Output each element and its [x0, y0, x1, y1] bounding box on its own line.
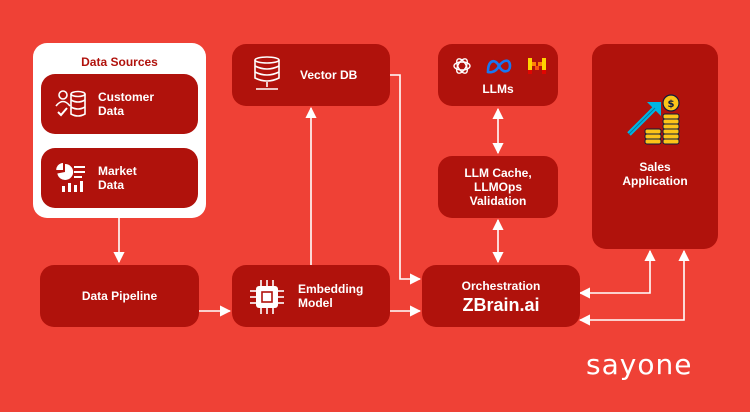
llm-cache-label: LLM Cache, LLMOps Validation: [464, 166, 532, 208]
openai-icon: [453, 58, 471, 74]
market-data-label: Market Data: [98, 164, 137, 192]
meta-icon: [486, 59, 512, 74]
llm-cache-box[interactable]: LLM Cache, LLMOps Validation: [438, 156, 558, 218]
arrow-orchestration-sales-2: [578, 249, 690, 326]
database-icon: [254, 56, 280, 90]
sayone-logo: sayone: [586, 348, 693, 381]
orchestration-label: Orchestration: [461, 279, 541, 293]
arrow-orchestration-sales-1: [578, 249, 656, 299]
embedding-model-label: Embedding Model: [298, 282, 364, 310]
market-data-box[interactable]: Market Data: [41, 148, 198, 208]
data-sources-title: Data Sources: [81, 55, 158, 69]
zbrain-brand: ZBrain.ai: [462, 295, 540, 315]
data-pipeline-box[interactable]: Data Pipeline: [40, 265, 199, 327]
vector-db-label: Vector DB: [300, 68, 358, 82]
customer-data-icon: [55, 90, 86, 117]
mistral-icon: [528, 58, 546, 74]
customer-data-box[interactable]: Customer Data: [41, 74, 198, 134]
llms-label: LLMs: [482, 82, 514, 96]
embedding-model-box[interactable]: Embedding Model: [232, 265, 390, 327]
customer-data-label: Customer Data: [98, 90, 155, 118]
vector-db-box[interactable]: Vector DB: [232, 44, 390, 106]
sales-application-label: Sales Application: [622, 160, 688, 188]
arrow-vectordb-to-orchestration: [390, 74, 422, 285]
sales-application-box[interactable]: $ Sales Application: [592, 44, 718, 249]
chip-icon: [250, 280, 284, 314]
llms-box[interactable]: LLMs: [438, 44, 558, 106]
orchestration-box[interactable]: Orchestration ZBrain.ai: [422, 265, 580, 327]
data-sources-panel: Data Sources Customer Data: [33, 43, 206, 218]
svg-text:$: $: [668, 99, 675, 110]
growth-coins-icon: $: [627, 94, 680, 145]
data-pipeline-label: Data Pipeline: [81, 289, 158, 303]
market-data-icon: [56, 163, 85, 192]
